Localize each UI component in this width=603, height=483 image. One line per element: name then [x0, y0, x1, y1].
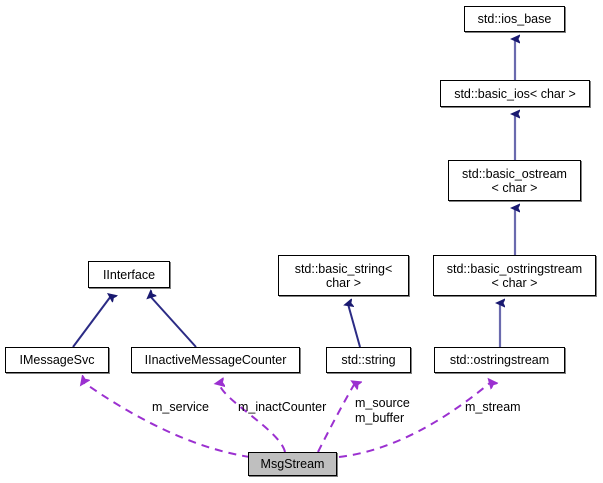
class-node-std-string[interactable]: std::string [326, 347, 411, 373]
usage-edge-m_stream [338, 382, 491, 458]
class-node-std-ios-base[interactable]: std::ios_base [464, 6, 565, 32]
edge-label-m-source-m-buffer: m_source m_buffer [355, 396, 410, 425]
edge-label-m-stream: m_stream [465, 400, 521, 414]
class-node-std-ostringstream[interactable]: std::ostringstream [434, 347, 565, 373]
class-node-std-basic-ostream[interactable]: std::basic_ostream < char > [448, 160, 581, 201]
edge-label-m-inact-counter: m_inactCounter [238, 400, 327, 414]
inheritance-edge-string-to-basic_string [348, 304, 361, 348]
usage-edge-m_service [83, 382, 251, 458]
usage-edge-m_source-m_buffer [317, 383, 355, 453]
class-node-msgstream[interactable]: MsgStream [248, 452, 337, 476]
edge-label-m-service: m_service [152, 400, 209, 414]
usage-edge-m_inactCounter [219, 383, 286, 453]
class-node-iinactivemessagecounter[interactable]: IInactiveMessageCounter [131, 347, 300, 373]
class-node-std-basic-ios[interactable]: std::basic_ios< char > [440, 80, 590, 107]
inheritance-edge-imessagesvc-to-iinterface [72, 296, 111, 348]
class-node-std-basic-ostringstream[interactable]: std::basic_ostringstream < char > [433, 255, 596, 296]
class-node-iinterface[interactable]: IInterface [88, 261, 170, 288]
inheritance-edge-iinactivemessagecounter-to-iinterface [150, 296, 197, 348]
class-node-imessagesvc[interactable]: IMessageSvc [5, 347, 109, 373]
class-node-std-basic-string[interactable]: std::basic_string< char > [278, 255, 409, 296]
